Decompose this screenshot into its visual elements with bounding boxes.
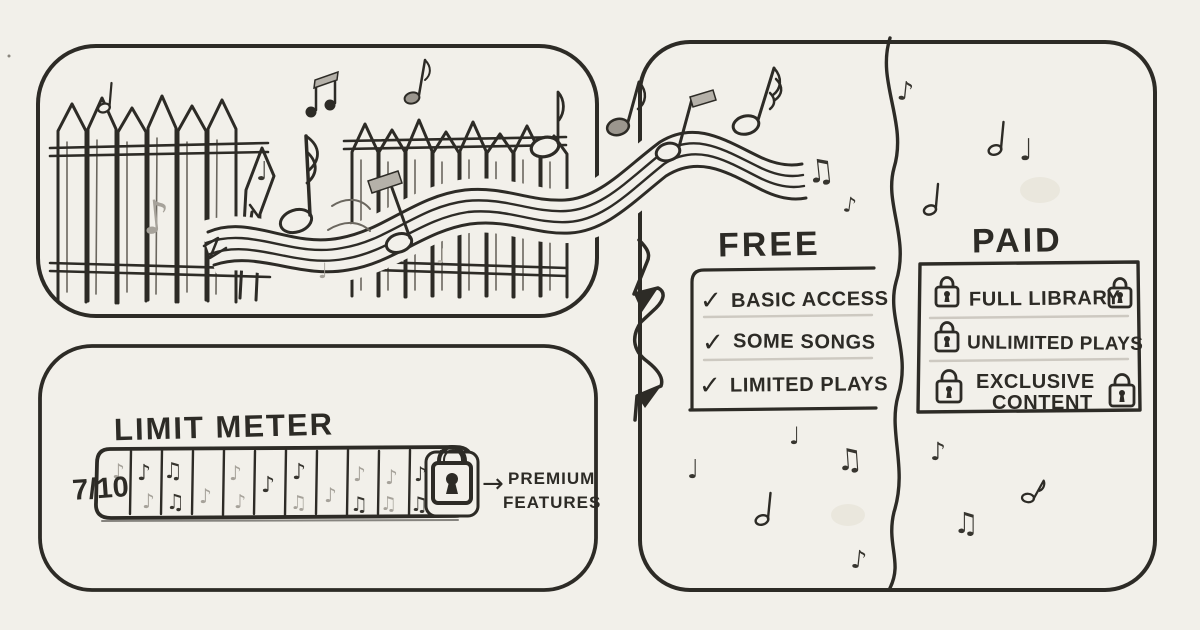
- column-divider: [884, 36, 904, 590]
- free-item-row: ✓ LIMITED PLAYS: [699, 371, 888, 401]
- music-note-icon: [1020, 479, 1046, 504]
- fence-left-icon: [48, 94, 276, 305]
- meter-note-icon: ♪: [112, 459, 125, 483]
- music-note-icon: [278, 134, 319, 235]
- meter-segment-dividers: [128, 448, 443, 517]
- limit-meter-panel: LIMIT METER ♪ ♪ ♪ ♫ ♫ ♪ ♪ ♪ ♪ ♪ ♫ ♪ ♪ ♫: [38, 344, 601, 592]
- music-note-icon: ♩: [256, 157, 268, 187]
- free-column: FREE ✓ BASIC ACCESS ✓ SOME SONGS ✓ LIMIT…: [688, 225, 889, 412]
- music-note-icon: ♩: [318, 259, 328, 283]
- paper-speck: [7, 54, 11, 58]
- meter-note-icon: ♪: [324, 483, 337, 507]
- meter-shadow-line: [101, 519, 459, 522]
- meter-note-icon: ♪: [414, 462, 427, 486]
- music-note-icon: ♪: [849, 544, 868, 575]
- meter-note-icon: ♪: [229, 461, 242, 485]
- check-icon: ✓: [700, 286, 722, 316]
- music-note-icon: [367, 170, 414, 254]
- meter-note-icon: ♪: [234, 491, 246, 513]
- free-item-label: SOME SONGS: [733, 330, 876, 353]
- free-item-row: ✓ SOME SONGS: [702, 328, 876, 358]
- meter-notes: ♪ ♪ ♪ ♫ ♫ ♪ ♪ ♪ ♪ ♪ ♫ ♪ ♪ ♫ ♪ ♫ ♪ ♫: [112, 459, 428, 516]
- plans-panel: FREE ✓ BASIC ACCESS ✓ SOME SONGS ✓ LIMIT…: [632, 36, 1157, 592]
- meter-note-icon: ♪: [261, 473, 275, 498]
- music-note-icon: [529, 90, 565, 159]
- meter-note-icon: ♫: [410, 492, 428, 516]
- escaping-notes: ♩: [256, 58, 783, 254]
- meter-note-icon: ♫: [290, 492, 307, 514]
- music-note-icon: ♫: [804, 151, 837, 192]
- premium-label-line2: FEATURES: [503, 493, 601, 512]
- meter-note-icon: ♪: [353, 462, 366, 486]
- music-note-icon: ♪: [895, 76, 915, 108]
- meter-note-icon: ♪: [385, 465, 398, 489]
- music-note-icon: [987, 120, 1005, 157]
- meter-note-icon: ♪: [292, 460, 306, 485]
- meter-note-icon: ♫: [163, 459, 183, 484]
- scattered-notes: ♫ ♪ ♪ ♩ ♩ ♩ ♫ ♪ ♪ ♫: [687, 76, 1046, 575]
- paid-box-border: [916, 260, 1142, 414]
- paid-item-label-line2: CONTENT: [992, 392, 1093, 414]
- music-note-icon: [403, 58, 431, 105]
- meter-counter: 7/10: [71, 471, 130, 507]
- paid-item-label: FULL LIBRARY: [969, 287, 1121, 311]
- meter-note-icon: ♫: [166, 490, 185, 514]
- paid-item-label-line1: EXCLUSIVE: [976, 371, 1095, 393]
- music-note-icon: ♩: [687, 455, 699, 485]
- music-note-icon: [305, 70, 339, 118]
- paid-column: PAID: [916, 221, 1144, 414]
- meter-lock-icon: [424, 445, 480, 518]
- meter-note-icon: ♪: [199, 484, 212, 508]
- check-icon: ✓: [699, 371, 721, 401]
- music-note-icon: [654, 89, 717, 163]
- plans-panel-border: [638, 40, 1157, 592]
- arrow-icon: →: [482, 469, 504, 499]
- paid-item-label: UNLIMITED PLAYS: [967, 332, 1144, 355]
- music-note-icon: ♫: [835, 442, 864, 479]
- lock-icon: [935, 369, 963, 404]
- music-note-icon: ♩: [1019, 133, 1033, 168]
- music-note-icon: [731, 66, 783, 136]
- lock-icon: [934, 321, 960, 353]
- ribbon-halo: [197, 121, 800, 283]
- premium-label-line1: PREMIUM: [508, 469, 595, 488]
- meter-note-icon: ♪: [142, 489, 155, 513]
- paper-stain: [831, 504, 865, 526]
- music-ribbon-icon: [202, 130, 808, 274]
- music-note-icon: ♫: [953, 506, 979, 540]
- free-item-label: LIMITED PLAYS: [730, 373, 888, 396]
- lock-icon: [934, 276, 960, 308]
- fence-panel: [36, 44, 599, 318]
- music-note-icon: [97, 81, 113, 114]
- music-note-icon: [605, 80, 647, 137]
- lock-icon: [1108, 373, 1136, 408]
- limit-meter-bar: ♪ ♪ ♪ ♫ ♫ ♪ ♪ ♪ ♪ ♪ ♫ ♪ ♪ ♫ ♪ ♫ ♪ ♫ 7/10: [71, 445, 480, 522]
- free-box-border: [688, 266, 878, 412]
- free-title: FREE: [718, 225, 821, 265]
- lock-icon: [1107, 277, 1133, 309]
- meter-note-icon: ♫: [380, 493, 397, 515]
- music-note-icon: ♪: [841, 192, 858, 218]
- limit-meter-title: LIMIT METER: [114, 406, 335, 447]
- music-note-icon: ♩: [789, 422, 800, 450]
- paid-row-separators: [928, 314, 1130, 363]
- check-icon: ✓: [702, 328, 724, 358]
- paper-stain: [1020, 177, 1060, 203]
- fence-panel-notes: ♪ ♩ ♩: [97, 81, 445, 283]
- music-note-icon: [922, 182, 940, 216]
- limit-meter-panel-border: [38, 344, 598, 592]
- free-item-row: ✓ BASIC ACCESS: [700, 286, 889, 316]
- music-note-icon: ♪: [138, 189, 173, 246]
- music-note-icon: ♩: [436, 244, 445, 268]
- free-row-separators: [702, 313, 874, 362]
- meter-note-icon: ♪: [137, 461, 151, 486]
- meter-note-icon: ♫: [350, 492, 368, 516]
- music-note-icon: [754, 491, 772, 527]
- free-item-label: BASIC ACCESS: [731, 288, 889, 312]
- paid-title: PAID: [972, 221, 1063, 260]
- tear-icon: [632, 238, 665, 422]
- music-note-icon: ♪: [930, 437, 946, 466]
